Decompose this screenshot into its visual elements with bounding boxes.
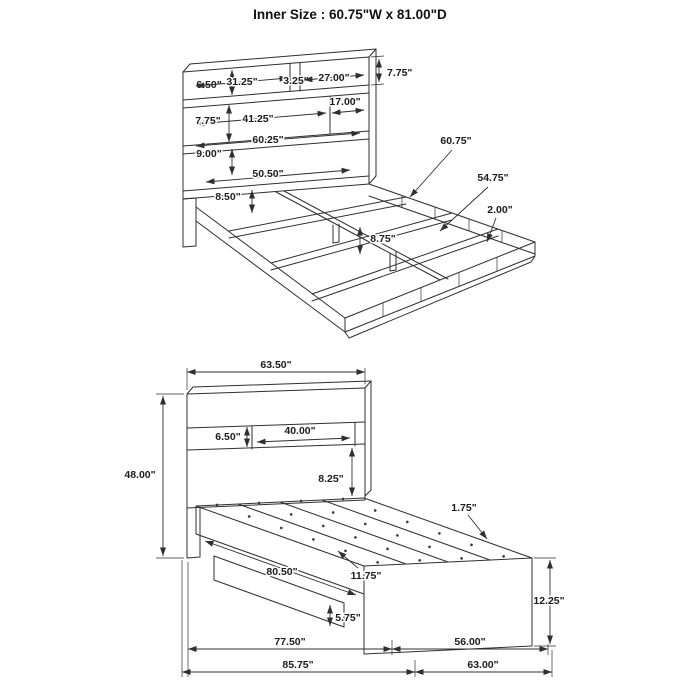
bottom-view-dimensions: 63.50" 48.00" 6.50" 40.00" 8.25" 1.75" 8…	[123, 358, 566, 677]
diagram-title: Inner Size : 60.75"W x 81.00"D	[253, 7, 447, 22]
dim-bottom-shelf-height: 6.50"	[215, 431, 240, 443]
dim-top-shelf-left-width: 31.25"	[226, 76, 257, 88]
dim-top-left-lower-height: 9.00"	[196, 148, 221, 160]
dim-bottom-overall-depth: 85.75"	[282, 659, 313, 671]
bottom-view: 63.50" 48.00" 6.50" 40.00" 8.25" 1.75" 8…	[123, 358, 566, 677]
dim-bottom-foot-height: 12.25"	[533, 595, 564, 607]
dim-top-mid-shelf-width: 41.25"	[242, 113, 273, 125]
dim-top-mid-right-width: 17.00"	[329, 96, 360, 108]
dim-top-right-top-height: 7.75"	[387, 67, 412, 79]
bed-frame-top-drawing	[195, 183, 536, 339]
dim-bottom-deck-drop: 8.25"	[318, 473, 343, 485]
dim-top-rail-height: 8.50"	[215, 191, 240, 203]
dim-bottom-slat-spacing: 11.75"	[351, 570, 382, 582]
dim-bottom-base-height: 5.75"	[335, 612, 360, 624]
dim-bottom-headboard-width: 63.50"	[260, 359, 291, 371]
top-view: 6.50" 31.25" 3.25" 27.00" 7.75" 41.25" 1…	[182, 48, 536, 339]
dim-bottom-foot-width: 56.00"	[454, 636, 485, 648]
dim-top-lower-shelf-width: 60.25"	[252, 134, 283, 146]
dim-bottom-deck-length: 80.50"	[266, 566, 297, 578]
top-view-dimensions: 6.50" 31.25" 3.25" 27.00" 7.75" 41.25" 1…	[194, 55, 514, 254]
dim-top-shelf-gap: 3.25"	[283, 75, 308, 87]
dim-top-support-leg-height: 8.75"	[370, 233, 395, 245]
dim-top-shelf-right-width: 27.00"	[318, 72, 349, 84]
dim-top-slat-length: 54.75"	[477, 172, 508, 184]
dim-bottom-overall-width: 63.00"	[467, 659, 498, 671]
dim-bottom-platform-depth: 77.50"	[274, 636, 305, 648]
dim-bottom-shelf-width: 40.00"	[284, 425, 315, 437]
dim-top-inner-opening-width: 50.50"	[252, 168, 283, 180]
dim-bottom-headboard-height: 48.00"	[124, 469, 155, 481]
dim-top-inner-width: 60.75"	[440, 135, 471, 147]
headboard-bottom-drawing	[186, 380, 372, 559]
dim-bottom-rail-lip: 1.75"	[451, 502, 476, 514]
dim-top-rail-lip: 2.00"	[487, 204, 512, 216]
dim-top-left-mid-height: 7.75"	[195, 115, 220, 127]
